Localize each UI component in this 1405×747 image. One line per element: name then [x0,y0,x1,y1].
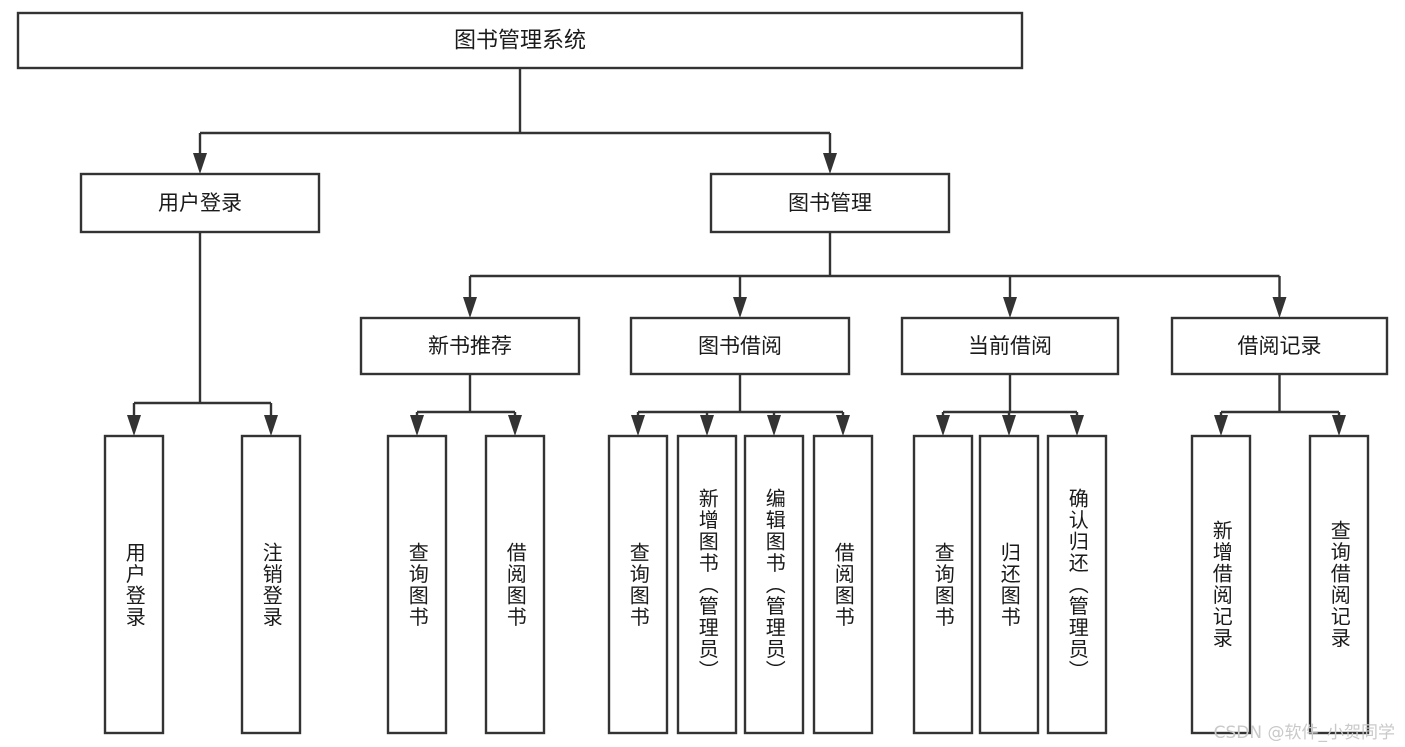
leaf-node-1-注销登录[interactable] [240,434,302,735]
leaf-node-11-新增借阅记录[interactable] [1190,434,1252,735]
leaf-node-4-查询图书[interactable] [607,434,669,735]
arrow-head-icon [264,415,278,436]
node-boxes [16,11,1389,735]
leaf-node-7-借阅图书[interactable] [812,434,874,735]
node-level2-当前借阅[interactable] [900,316,1120,376]
leaf-node-5-新增图书管理员[interactable] [676,434,738,735]
arrow-head-icon [836,415,850,436]
arrow-head-icon [767,415,781,436]
leaf-node-6-编辑图书管理员[interactable] [743,434,805,735]
arrow-head-icon [936,415,950,436]
arrow-head-icon [1214,415,1228,436]
leaf-node-8-查询图书[interactable] [912,434,974,735]
arrow-head-icon [1002,415,1016,436]
node-level2-图书借阅[interactable] [629,316,851,376]
node-level1-图书管理[interactable] [709,172,951,234]
arrow-head-icon [1070,415,1084,436]
arrow-head-icon [823,153,837,174]
leaf-node-3-借阅图书[interactable] [484,434,546,735]
arrow-head-icon [1003,297,1017,318]
arrow-head-icon [508,415,522,436]
arrow-head-icon [733,297,747,318]
node-level1-label-0: 用户登录 [158,191,242,215]
leaf-node-9-归还图书[interactable] [978,434,1040,735]
leaf-node-12-查询借阅记录[interactable] [1308,434,1370,735]
csdn-watermark: CSDN @软件_小贺同学 [1213,723,1395,743]
node-level2-label-2: 当前借阅 [968,334,1052,358]
arrow-head-icon [1332,415,1346,436]
node-level2-label-1: 图书借阅 [698,334,782,358]
node-level1-label-1: 图书管理 [788,191,872,215]
node-level2-label-0: 新书推荐 [428,334,512,358]
arrow-head-icon [193,153,207,174]
arrow-head-icon [410,415,424,436]
node-level2-label-3: 借阅记录 [1238,334,1322,358]
leaf-node-10-确认归还管理员[interactable] [1046,434,1108,735]
node-level1-用户登录[interactable] [79,172,321,234]
arrow-head-icon [1272,297,1287,318]
leaf-node-0-用户登录[interactable] [103,434,165,735]
connector-lines [127,68,1346,436]
arrow-head-icon [127,415,141,436]
arrow-head-icon [463,297,477,318]
node-root-图书管理系统[interactable] [16,11,1024,70]
arrow-head-icon [631,415,645,436]
leaf-node-2-查询图书[interactable] [386,434,448,735]
node-level2-借阅记录[interactable] [1170,316,1389,376]
node-level2-新书推荐[interactable] [359,316,581,376]
node-root-label: 图书管理系统 [454,29,586,54]
arrow-head-icon [700,415,714,436]
